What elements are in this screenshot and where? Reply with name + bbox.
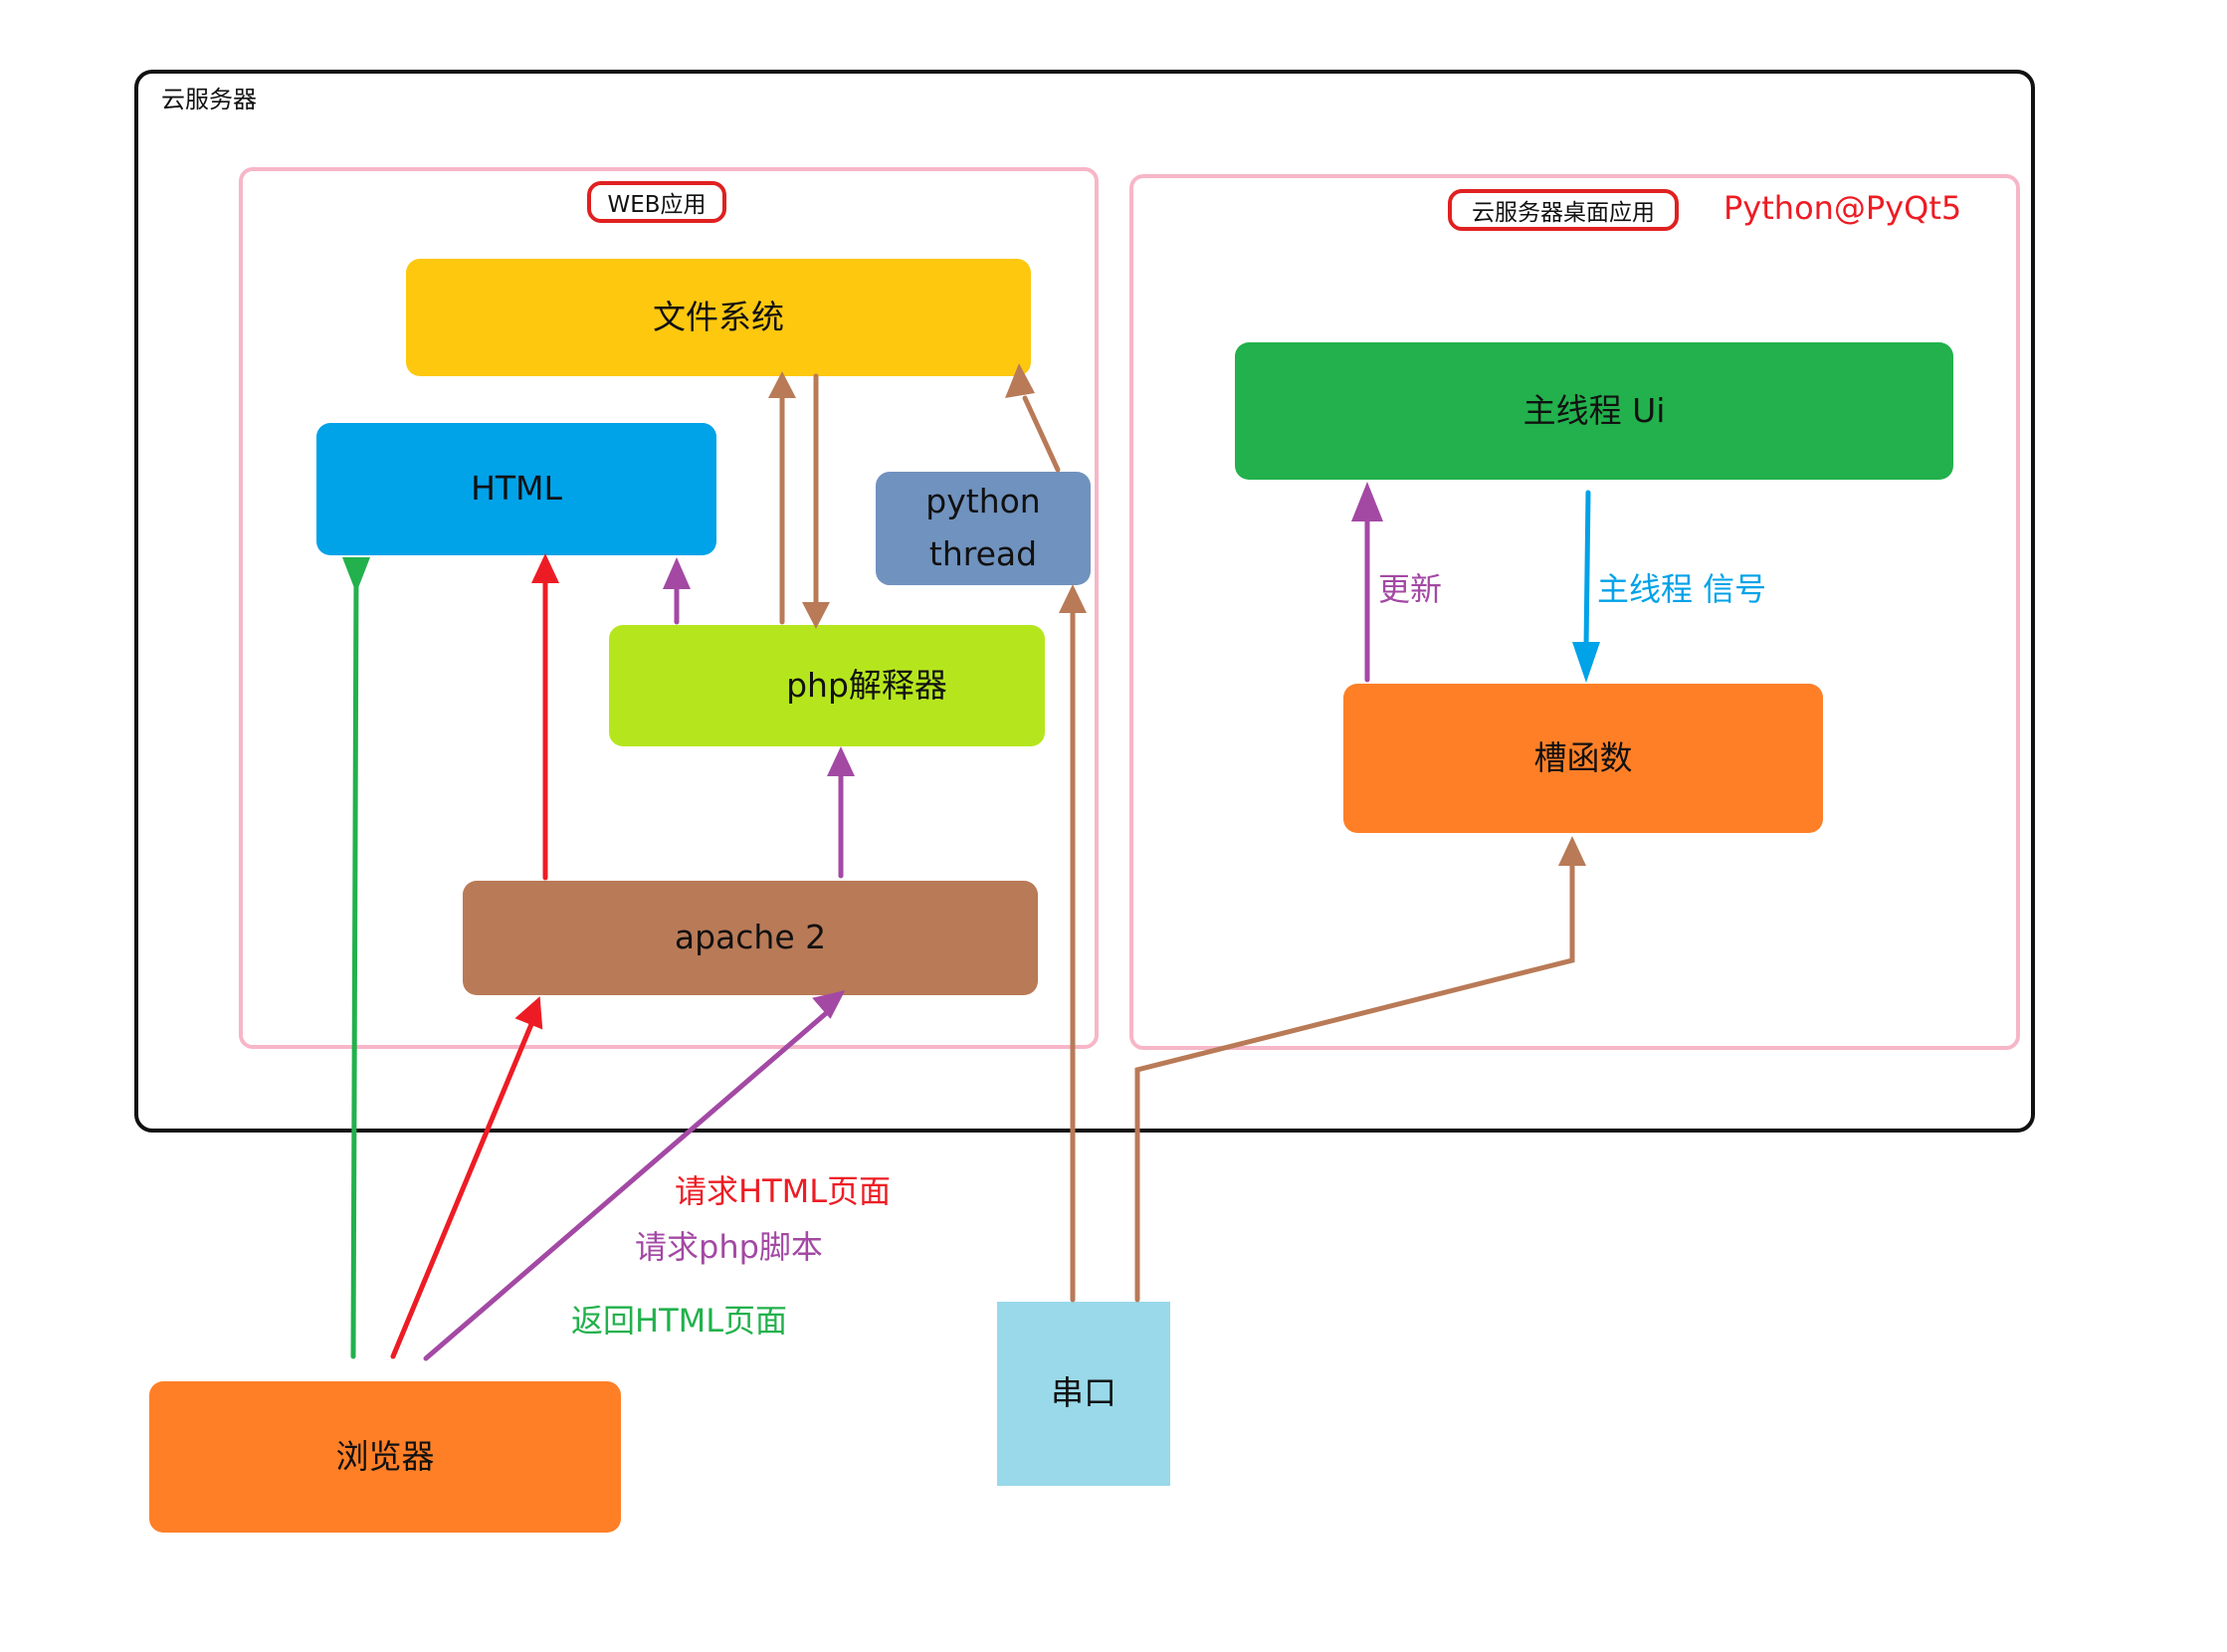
label-main-thread-signal: 主线程 信号 <box>1597 570 1767 608</box>
arrowhead-apache-html <box>531 553 559 583</box>
cloud-server-label: 云服务器 <box>161 86 257 113</box>
arrowhead-php-html <box>663 557 691 589</box>
arrowhead-apache-php <box>827 746 855 776</box>
cloud-server-container <box>134 70 2035 1133</box>
arrowhead-serial-slot <box>1558 836 1586 866</box>
desktop-tech-label: Python@PyQt5 <box>1723 189 1962 227</box>
desktop-app-tag: 云服务器桌面应用 <box>1448 189 1679 231</box>
label-update: 更新 <box>1378 570 1443 608</box>
slot-function-node: 槽函数 <box>1343 684 1823 833</box>
python-thread-node: python thread <box>876 472 1091 585</box>
web-app-tag: WEB应用 <box>587 181 726 223</box>
python-thread-line2: thread <box>928 534 1038 573</box>
php-interpreter-node: php解释器 <box>609 625 1045 746</box>
edge-serial-slot <box>1134 861 1575 1303</box>
html-node: HTML <box>316 423 716 555</box>
serial-port-node: 串口 <box>997 1302 1170 1486</box>
main-thread-ui-node: 主线程 Ui <box>1235 342 1953 480</box>
edge-request-php <box>423 1006 834 1361</box>
arrowhead-file-php-down <box>802 602 830 629</box>
label-return-html: 返回HTML页面 <box>571 1302 788 1340</box>
arrowhead-serial-thread <box>1059 584 1087 613</box>
arrowhead-php-file-up <box>768 371 796 398</box>
apache-node: apache 2 <box>463 881 1038 995</box>
arrowhead-request-html <box>514 996 543 1030</box>
label-request-html: 请求HTML页面 <box>675 1172 892 1210</box>
edge-return-html <box>350 569 359 1359</box>
arrowhead-signal <box>1572 642 1600 683</box>
browser-node: 浏览器 <box>149 1381 621 1533</box>
arrowhead-return-html <box>342 557 370 593</box>
arrowhead-update <box>1351 482 1383 521</box>
desktop-app-panel <box>1129 174 2020 1050</box>
python-thread-line1: python <box>925 482 1041 521</box>
arrowhead-thread-file <box>1005 363 1035 398</box>
edge-thread-file <box>1022 395 1061 473</box>
file-system-node: 文件系统 <box>406 259 1031 376</box>
edge-request-html <box>390 1014 537 1359</box>
arrowhead-request-php <box>812 990 846 1019</box>
edge-signal <box>1583 490 1591 650</box>
web-app-panel <box>239 167 1099 1049</box>
label-request-php: 请求php脚本 <box>635 1228 823 1266</box>
